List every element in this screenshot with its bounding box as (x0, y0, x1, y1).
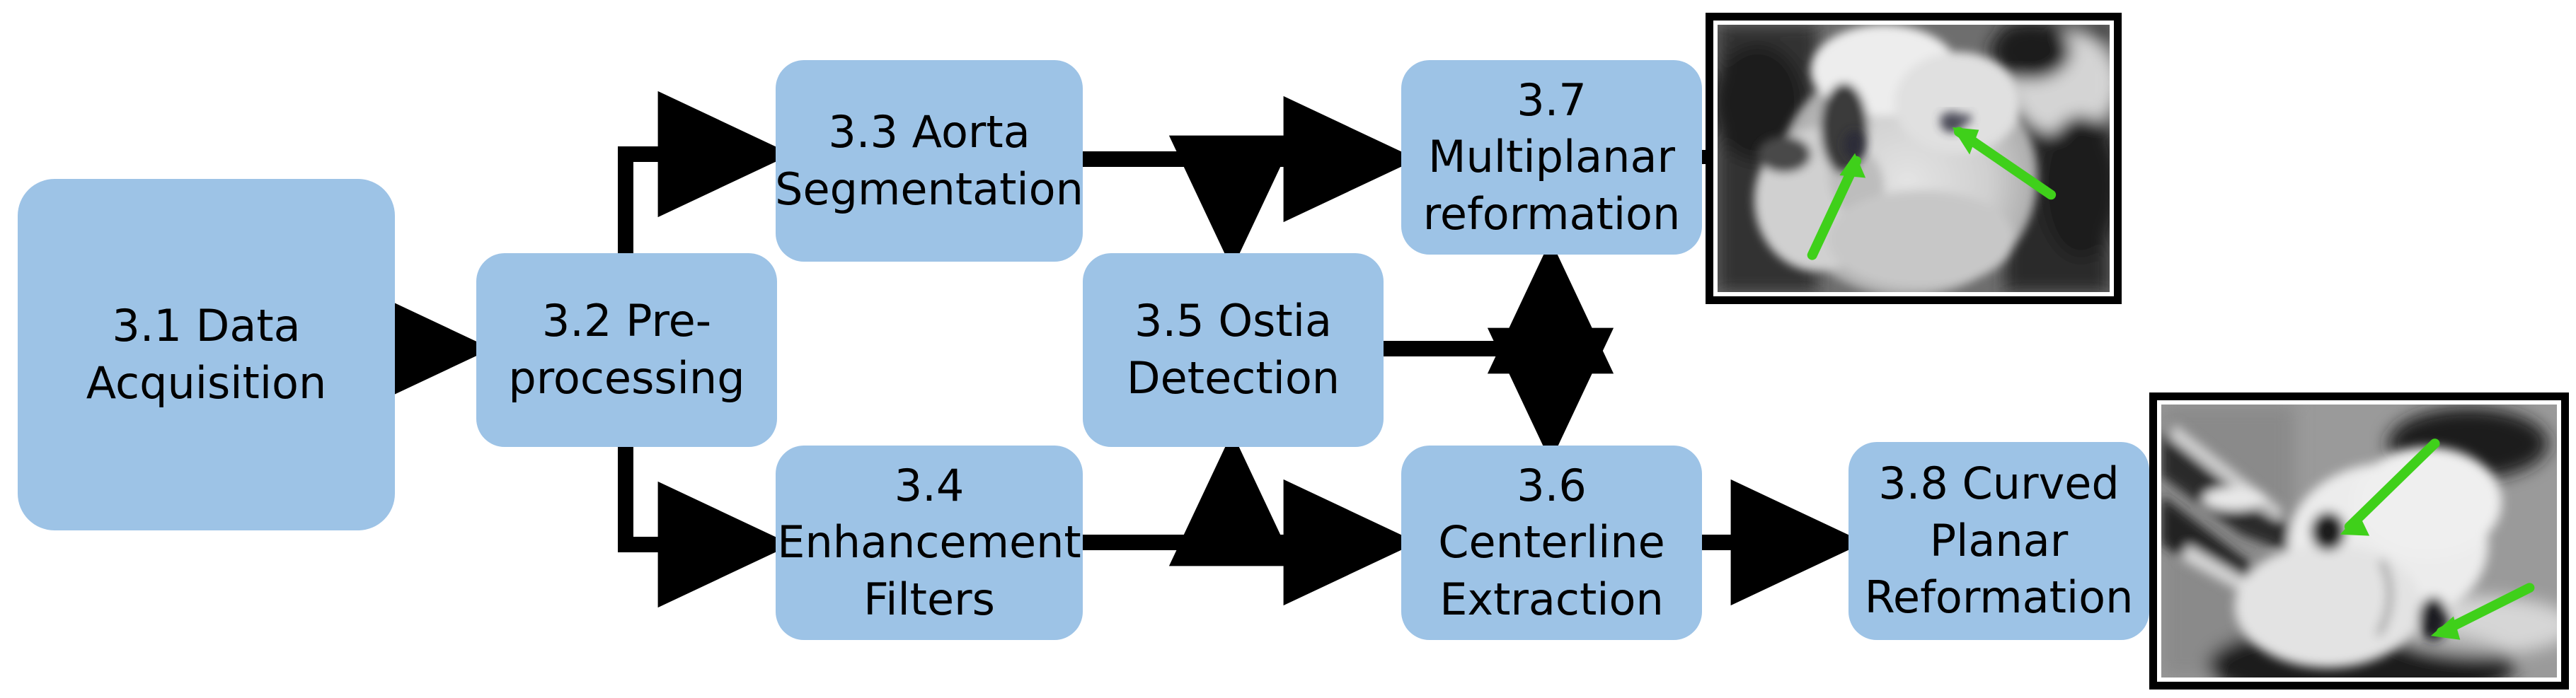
curved-planar-reformation-scan (2149, 392, 2569, 690)
node-centerline-extraction[interactable]: 3.6 Centerline Extraction (1401, 446, 1702, 640)
node-curved-planar-reformation[interactable]: 3.8 Curved Planar Reformation (1848, 442, 2149, 640)
edge-32-to-33 (618, 91, 792, 255)
node-enhancement-filters[interactable]: 3.4 Enhancement Filters (776, 446, 1083, 640)
multiplanar-reformation-scan (1706, 13, 2122, 304)
annotation-arrow-lower (2430, 583, 2535, 640)
node-ostia-detection[interactable]: 3.5 Ostia Detection (1083, 253, 1384, 447)
annotation-arrow-upper (2340, 438, 2440, 536)
node-aorta-segmentation[interactable]: 3.3 Aorta Segmentation (775, 60, 1083, 262)
edge-32-to-34 (618, 446, 792, 608)
annotation-arrow-left (1807, 153, 1866, 260)
node-multiplanar-reformation[interactable]: 3.7 Multiplanar reformation (1401, 60, 1702, 255)
node-pre-processing[interactable]: 3.2 Pre- processing (476, 253, 777, 447)
mpr-scan-graphic (1718, 25, 2110, 292)
mpr-scan-inner (1718, 25, 2110, 292)
cpr-scan-inner (2161, 405, 2557, 677)
annotation-arrow-right (1952, 127, 2057, 200)
cpr-scan-graphic (2161, 405, 2557, 677)
node-data-acquisition[interactable]: 3.1 Data Acquisition (18, 179, 395, 530)
